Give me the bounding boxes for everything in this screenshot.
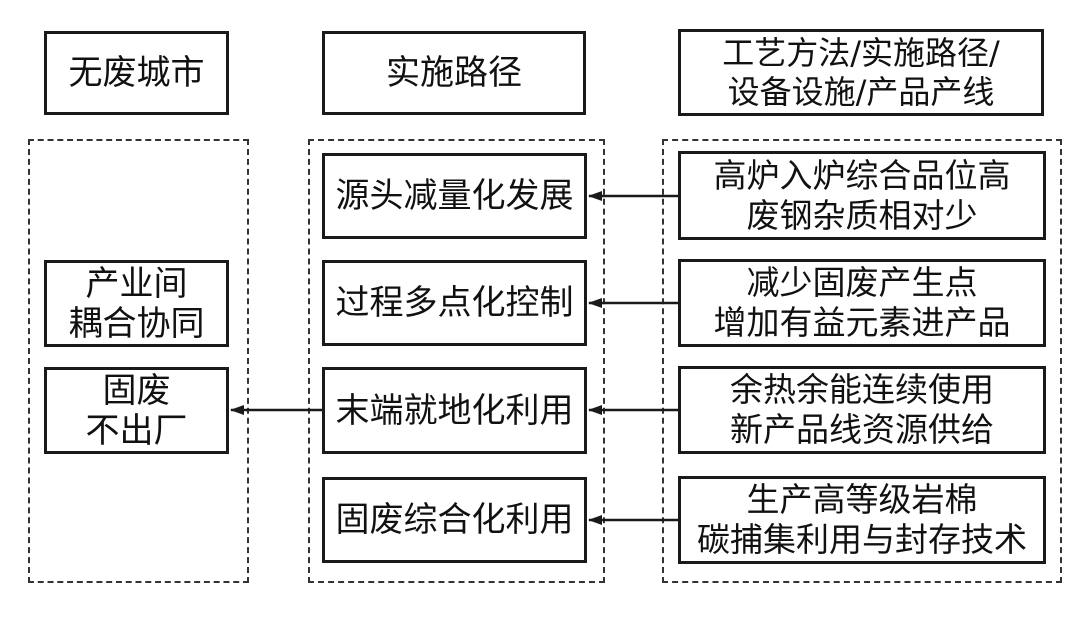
middle-box-source-reduction: 源头减量化发展	[322, 153, 587, 239]
right-box-waste-heat: 余热余能连续使用 新产品线资源供给	[678, 366, 1046, 454]
left-box-solid-waste-stays: 固废 不出厂	[44, 367, 229, 454]
header-implementation-path: 实施路径	[322, 31, 586, 115]
header-process-methods-label: 工艺方法/实施路径/ 设备设施/产品产线	[722, 33, 1000, 111]
header-process-methods: 工艺方法/实施路径/ 设备设施/产品产线	[678, 29, 1044, 116]
right-box-rock-wool-ccus-label: 生产高等级岩棉 碳捕集利用与封存技术	[697, 480, 1027, 559]
right-group-frame	[662, 139, 1062, 583]
left-box-solid-waste-stays-label: 固废 不出厂	[85, 370, 188, 451]
right-box-reduce-waste-points: 减少固废产生点 增加有益元素进产品	[678, 259, 1046, 347]
right-box-furnace-grade: 高炉入炉综合品位高 废钢杂质相对少	[678, 151, 1046, 240]
header-wufei-city: 无废城市	[44, 31, 229, 115]
right-box-furnace-grade-label: 高炉入炉综合品位高 废钢杂质相对少	[713, 155, 1011, 235]
right-box-rock-wool-ccus: 生产高等级岩棉 碳捕集利用与封存技术	[678, 476, 1046, 564]
header-implementation-path-label: 实施路径	[386, 53, 522, 93]
left-box-industry-coupling-label: 产业间 耦合协同	[68, 263, 205, 344]
left-group-frame	[28, 139, 249, 583]
middle-box-end-utilization-label: 末端就地化利用	[335, 390, 574, 431]
middle-box-source-reduction-label: 源头减量化发展	[335, 176, 574, 216]
middle-box-process-control-label: 过程多点化控制	[335, 283, 574, 323]
middle-box-comprehensive-utilization-label: 固废综合化利用	[335, 500, 574, 540]
middle-box-end-utilization: 末端就地化利用	[322, 367, 587, 454]
middle-box-process-control: 过程多点化控制	[322, 260, 587, 346]
right-box-waste-heat-label: 余热余能连续使用 新产品线资源供给	[730, 370, 994, 449]
left-box-industry-coupling: 产业间 耦合协同	[44, 260, 229, 347]
middle-group-frame	[308, 139, 605, 583]
header-wufei-city-label: 无废城市	[68, 53, 205, 93]
middle-box-comprehensive-utilization: 固废综合化利用	[322, 477, 587, 563]
right-box-reduce-waste-points-label: 减少固废产生点 增加有益元素进产品	[713, 263, 1011, 342]
